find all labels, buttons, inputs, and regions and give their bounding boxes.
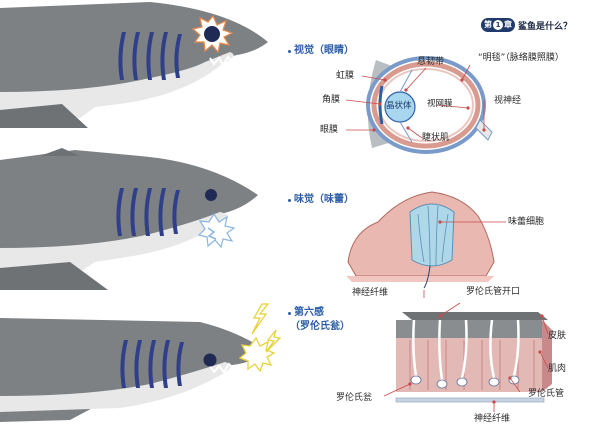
section-subtitle-sixth: （罗伦氏瓮） bbox=[290, 321, 350, 332]
taste-diagram bbox=[346, 191, 506, 298]
suspensory-ligament bbox=[399, 69, 413, 93]
shark-vision bbox=[0, 2, 268, 128]
shark-sixth bbox=[0, 303, 282, 422]
ampullae-diagram bbox=[383, 302, 552, 412]
section-bullet bbox=[288, 50, 291, 53]
lightning-icon bbox=[251, 303, 270, 335]
shark-taste bbox=[0, 148, 258, 290]
chapter-number: 1 bbox=[493, 20, 503, 30]
starburst-teeth bbox=[207, 227, 217, 240]
side-face bbox=[542, 320, 552, 392]
nerve-fiber-bar bbox=[395, 397, 545, 403]
shark-eye bbox=[205, 189, 217, 201]
retina-layer bbox=[371, 61, 481, 149]
chapter-suffix: 章 bbox=[504, 20, 512, 29]
shark-eye bbox=[203, 353, 217, 367]
label-opening: 罗伦氏管开口 bbox=[466, 287, 521, 297]
label-ciliary: 睫状肌 bbox=[422, 133, 450, 143]
label-muscle: 肌肉 bbox=[548, 364, 567, 374]
label-taste-nerve: 神经纤维 bbox=[352, 288, 389, 298]
taste-cell-lines bbox=[417, 205, 449, 267]
shark-teeth bbox=[209, 362, 235, 374]
label-ampullae-nerve: 神经纤维 bbox=[474, 414, 511, 424]
gill-slits bbox=[120, 340, 184, 388]
label-ampulla: 罗伦氏瓮 bbox=[336, 393, 373, 403]
ampulla-bulbs bbox=[410, 375, 520, 389]
section-title-sixth: 第六感 bbox=[294, 307, 324, 318]
shark-eye bbox=[204, 26, 220, 42]
section-bullet bbox=[288, 199, 291, 202]
eye-leader-lines bbox=[345, 64, 485, 139]
shark-belly bbox=[0, 52, 234, 120]
label-iris: 虹膜 bbox=[336, 71, 355, 81]
label-cornea: 角膜 bbox=[322, 95, 341, 105]
label-eyelid: 眼膜 bbox=[320, 125, 339, 135]
ampullae-leader-dots bbox=[408, 314, 544, 404]
dorsal-fin bbox=[40, 148, 80, 156]
chapter-prefix: 第 bbox=[484, 20, 492, 29]
suspensory-ligament bbox=[399, 121, 413, 143]
label-canal: 罗伦氏管 bbox=[528, 389, 565, 399]
starburst-icon bbox=[238, 336, 276, 373]
label-optic-nerve: 视神经 bbox=[494, 96, 522, 106]
label-suspensory: 悬韧带 bbox=[417, 57, 445, 67]
skin-layer bbox=[396, 320, 542, 338]
label-skin: 皮肤 bbox=[548, 331, 567, 341]
lorenzini-canals bbox=[412, 319, 520, 381]
gill-slits bbox=[118, 32, 182, 80]
label-taste-cell: 味蕾细胞 bbox=[508, 217, 545, 227]
taste-leader-lines bbox=[423, 221, 506, 298]
tissue-base bbox=[346, 276, 494, 282]
gill-slits bbox=[116, 188, 180, 236]
shark-belly bbox=[0, 362, 231, 412]
taste-bud-cells bbox=[409, 203, 455, 267]
lightning-icon bbox=[265, 329, 282, 353]
starburst-icon bbox=[197, 212, 236, 249]
shark-belly bbox=[0, 212, 228, 274]
label-retina: 视网膜 bbox=[427, 99, 453, 109]
chapter-title: 鲨鱼是什么？ bbox=[518, 22, 573, 32]
label-tapetum: “明毯”（脉络膜照膜） bbox=[478, 53, 564, 63]
label-lens: 晶状体 bbox=[386, 101, 412, 111]
ampullae-leader-lines bbox=[383, 302, 549, 412]
shark-teeth bbox=[209, 54, 239, 67]
skin-top bbox=[402, 312, 548, 320]
section-bullet bbox=[288, 312, 291, 315]
eye-leader-dots bbox=[372, 78, 486, 132]
eye-diagram bbox=[345, 56, 493, 154]
section-title-vision: 视觉（眼睛） bbox=[294, 45, 354, 56]
pectoral-fin bbox=[0, 104, 88, 128]
nerve-fiber bbox=[423, 265, 431, 289]
pectoral-fin bbox=[0, 262, 108, 290]
section-title-taste: 味觉（味蕾） bbox=[294, 194, 354, 205]
